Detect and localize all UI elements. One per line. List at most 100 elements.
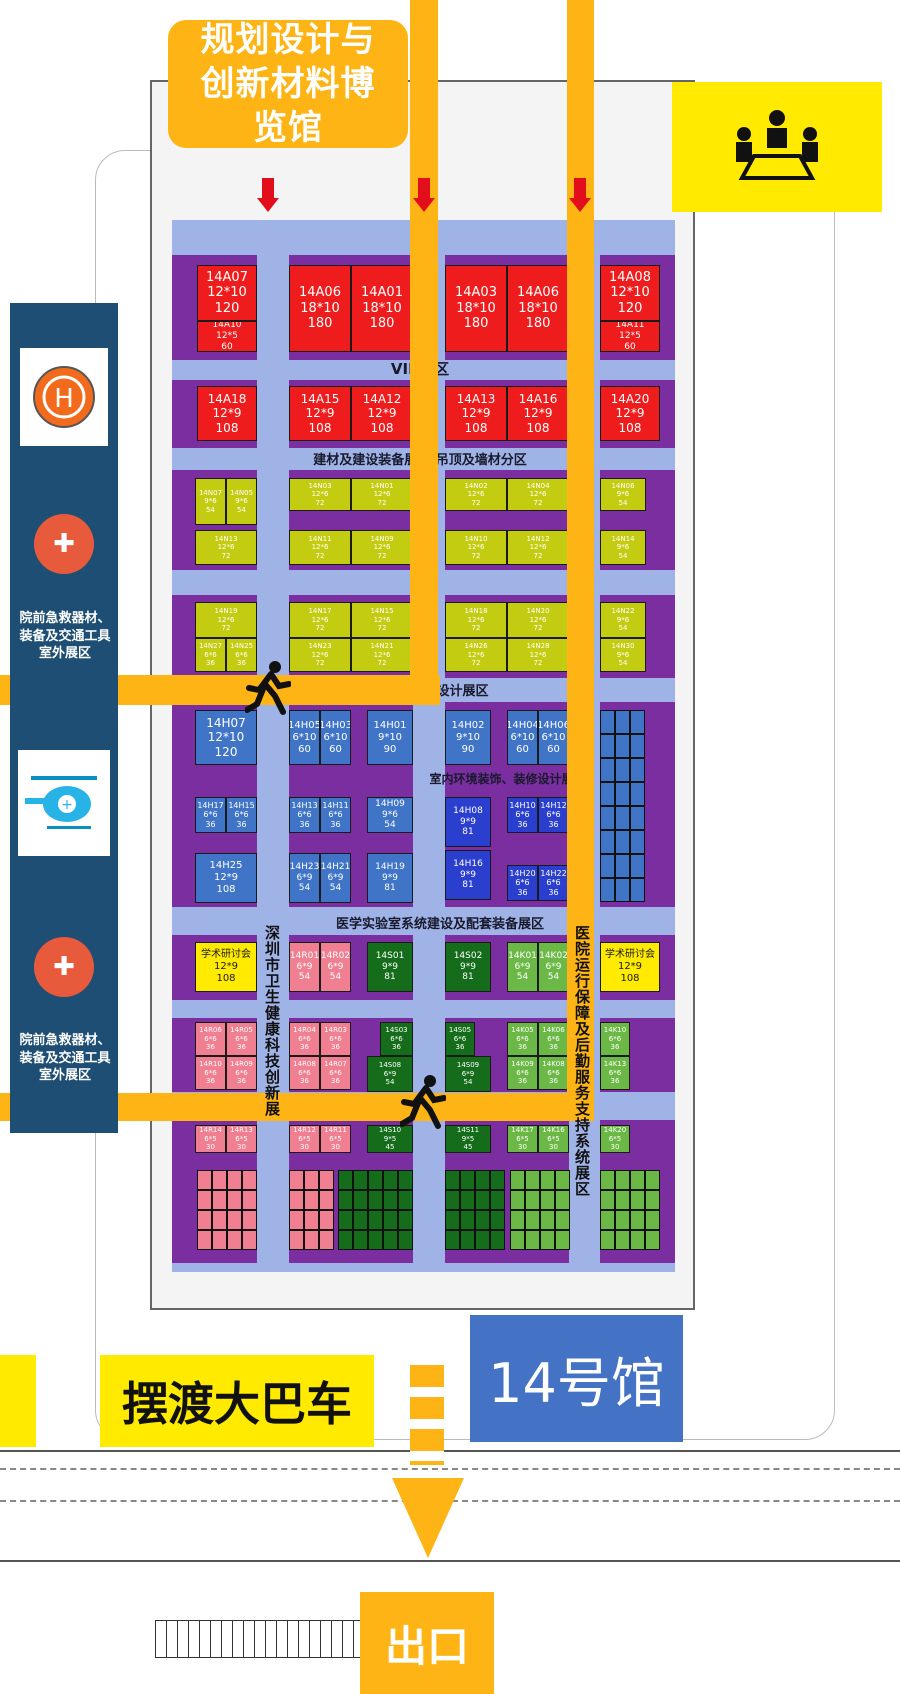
mini-booth[interactable]: [212, 1170, 227, 1190]
mini-booth[interactable]: [383, 1170, 398, 1190]
mini-booth[interactable]: [615, 854, 630, 878]
mini-booth[interactable]: [242, 1230, 257, 1250]
mini-booth[interactable]: [445, 1170, 460, 1190]
mini-booth[interactable]: [600, 830, 615, 854]
mini-booth[interactable]: [368, 1230, 383, 1250]
mini-booth[interactable]: [353, 1230, 368, 1250]
mini-booth[interactable]: [227, 1210, 242, 1230]
mini-booth[interactable]: [319, 1170, 334, 1190]
mini-booth[interactable]: [338, 1230, 353, 1250]
mini-booth[interactable]: [555, 1230, 570, 1250]
mini-booth[interactable]: [525, 1170, 540, 1190]
mini-booth[interactable]: [630, 710, 645, 734]
mini-booth[interactable]: [197, 1230, 212, 1250]
mini-booth[interactable]: [525, 1190, 540, 1210]
mini-booth[interactable]: [212, 1190, 227, 1210]
mini-booth[interactable]: [197, 1210, 212, 1230]
mini-booth[interactable]: [338, 1170, 353, 1190]
mini-booth[interactable]: [615, 830, 630, 854]
mini-booth[interactable]: [289, 1170, 304, 1190]
mini-booth[interactable]: [368, 1210, 383, 1230]
mini-booth[interactable]: [645, 1210, 660, 1230]
mini-booth[interactable]: [289, 1210, 304, 1230]
mini-booth[interactable]: [212, 1230, 227, 1250]
mini-booth[interactable]: [460, 1230, 475, 1250]
mini-booth[interactable]: [555, 1210, 570, 1230]
mini-booth[interactable]: [398, 1210, 413, 1230]
mini-booth[interactable]: [615, 806, 630, 830]
mini-booth[interactable]: [600, 734, 615, 758]
mini-booth[interactable]: [460, 1210, 475, 1230]
mini-booth[interactable]: [445, 1210, 460, 1230]
mini-booth[interactable]: [398, 1190, 413, 1210]
mini-booth[interactable]: [304, 1230, 319, 1250]
mini-booth[interactable]: [630, 854, 645, 878]
mini-booth[interactable]: [600, 878, 615, 902]
mini-booth[interactable]: [338, 1210, 353, 1230]
mini-booth[interactable]: [630, 734, 645, 758]
mini-booth[interactable]: [319, 1190, 334, 1210]
mini-booth[interactable]: [289, 1190, 304, 1210]
mini-booth[interactable]: [630, 1210, 645, 1230]
mini-booth[interactable]: [460, 1190, 475, 1210]
mini-booth[interactable]: [630, 1230, 645, 1250]
mini-booth[interactable]: [630, 830, 645, 854]
mini-booth[interactable]: [645, 1190, 660, 1210]
mini-booth[interactable]: [227, 1230, 242, 1250]
mini-booth[interactable]: [555, 1190, 570, 1210]
mini-booth[interactable]: [475, 1230, 490, 1250]
mini-booth[interactable]: [475, 1210, 490, 1230]
mini-booth[interactable]: [383, 1190, 398, 1210]
mini-booth[interactable]: [353, 1170, 368, 1190]
mini-booth[interactable]: [490, 1190, 505, 1210]
mini-booth[interactable]: [630, 806, 645, 830]
mini-booth[interactable]: [600, 806, 615, 830]
mini-booth[interactable]: [319, 1230, 334, 1250]
mini-booth[interactable]: [490, 1170, 505, 1190]
mini-booth[interactable]: [600, 1170, 615, 1190]
mini-booth[interactable]: [630, 758, 645, 782]
mini-booth[interactable]: [645, 1170, 660, 1190]
mini-booth[interactable]: [600, 782, 615, 806]
mini-booth[interactable]: [540, 1190, 555, 1210]
mini-booth[interactable]: [304, 1210, 319, 1230]
